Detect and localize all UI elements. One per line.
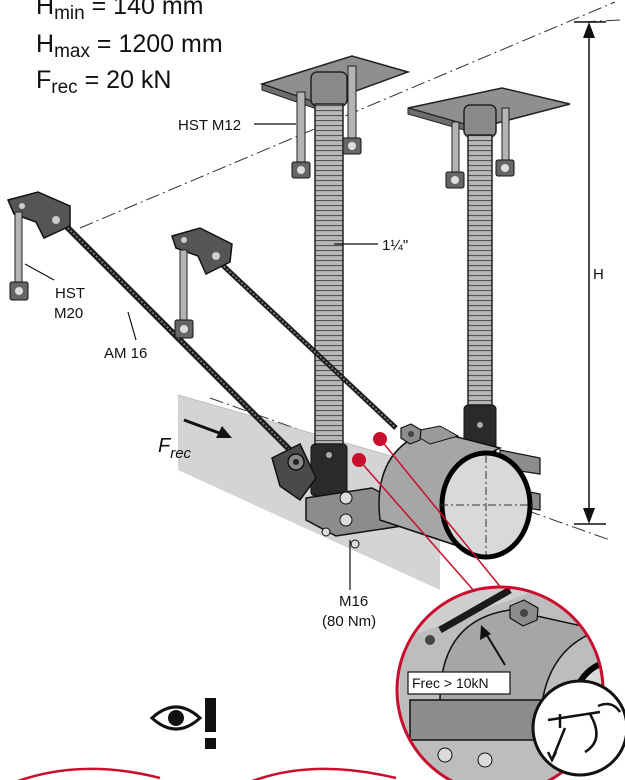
anchor-hst-m12-a xyxy=(291,91,311,179)
inspection-points xyxy=(352,432,504,601)
brace-am16-lower xyxy=(213,256,398,430)
spec-frec: Frec = 20 kN xyxy=(36,66,172,98)
label-m20: M20 xyxy=(54,305,83,322)
inspection-tool-badge xyxy=(531,679,625,777)
wrench-icon xyxy=(546,702,622,763)
anchor-right-b xyxy=(495,107,515,177)
spec-hmax: Hmax = 1200 mm xyxy=(36,30,223,62)
threaded-pipe-right xyxy=(463,104,497,456)
eye-icon xyxy=(149,705,203,731)
spec-hmin: Hmin = 140 mm xyxy=(36,0,204,24)
label-hst: HST xyxy=(55,285,85,302)
height-dimension xyxy=(574,21,606,525)
wall-bracket-lower xyxy=(171,227,233,339)
label-hst-m12: HST M12 xyxy=(178,117,241,134)
anchor-hst-m12-b xyxy=(342,65,362,155)
detail-force-box xyxy=(407,671,511,695)
label-m16: M16 xyxy=(339,593,368,610)
anchor-right-a xyxy=(445,121,465,189)
label-pipe-size: 1¼" xyxy=(382,237,408,254)
threaded-pipe-left xyxy=(310,71,348,497)
force-label: Frec xyxy=(158,435,192,462)
detail-force-label: Frec > 10kN xyxy=(412,675,489,691)
leader-lines xyxy=(24,123,378,590)
bracket-clamp-left xyxy=(271,442,317,502)
pipe-end xyxy=(439,450,533,560)
label-am16: AM 16 xyxy=(104,345,147,362)
height-label: H xyxy=(593,266,604,283)
nut-top xyxy=(400,423,422,445)
force-arrow xyxy=(183,418,232,438)
brace-am16-upper xyxy=(59,219,303,463)
exclamation-icon xyxy=(205,698,216,749)
anchor-hst-m20 xyxy=(9,211,29,301)
label-m16-torque: (80 Nm) xyxy=(322,613,376,630)
bottom-red-arcs xyxy=(17,767,397,780)
detail-nut xyxy=(509,599,539,627)
